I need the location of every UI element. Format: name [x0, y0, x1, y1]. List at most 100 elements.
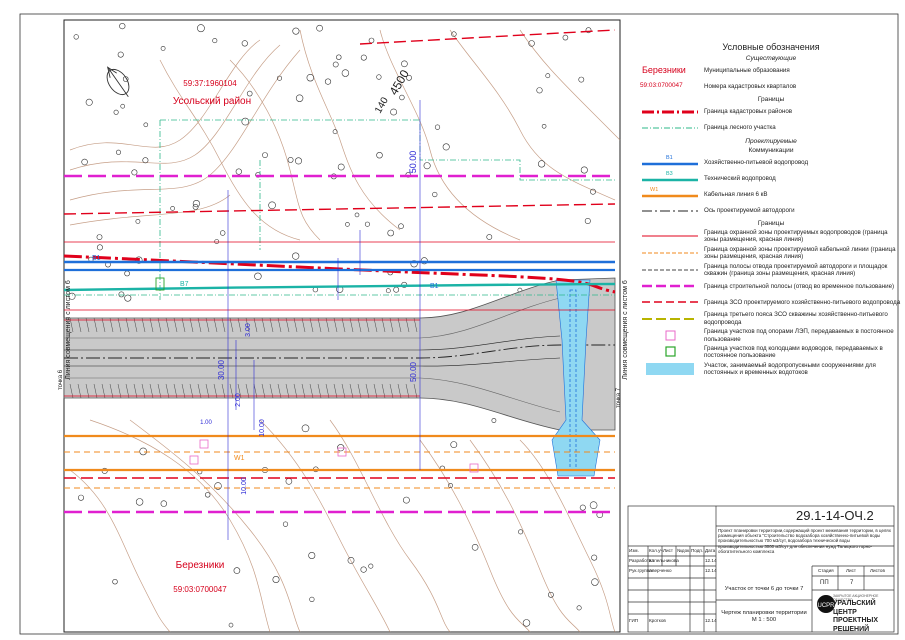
dim-label: 50.00: [408, 151, 418, 174]
town-bottom-label: Березники: [176, 560, 225, 571]
tree-icon: [119, 23, 126, 30]
svg-text:UCPR: UCPR: [817, 603, 835, 609]
tree-icon: [192, 200, 200, 208]
lep-pole-boxes: [189, 439, 479, 473]
legend-symbol: В3: [640, 171, 704, 186]
tree-icon: [471, 543, 479, 551]
tree-icon: [81, 158, 88, 166]
dim-label: 1.00: [200, 420, 212, 426]
tree-icon: [406, 74, 412, 81]
protection-zone-lines: [64, 241, 615, 397]
tree-icon: [585, 27, 592, 34]
tree-icon: [591, 554, 598, 561]
tree-icon: [584, 218, 591, 225]
tree-icon: [548, 591, 554, 598]
dim-label: 10.00: [241, 477, 248, 495]
company-logo-icon: UCPR: [817, 595, 835, 613]
tree-icon: [337, 163, 345, 171]
company-type: ЗАКРЫТОЕ АКЦИОНЕРНОЕ ОБЩЕСТВО: [833, 594, 879, 602]
tree-icon: [393, 286, 400, 293]
legend-symbol: [640, 105, 704, 119]
legend-row-b9: Участок, занимаемый водопропускными соор…: [640, 362, 902, 377]
dimension-lines: [227, 100, 421, 540]
tree-icon: [576, 605, 582, 611]
legend-symbol: [640, 362, 704, 376]
tree-icon: [390, 108, 397, 116]
legend-proposed: Проектируемые: [745, 138, 797, 145]
legend-category: Границы: [757, 220, 785, 227]
role-name: Копельникова: [649, 558, 679, 563]
cable-line-w1: [64, 434, 615, 489]
legend-symbol: [640, 204, 704, 218]
tree-icon: [287, 156, 294, 163]
tree-icon: [272, 575, 280, 583]
tree-icon: [580, 166, 588, 174]
legend-text: Граница ЗСО проектируемого хозяйственно-…: [704, 298, 901, 306]
tree-icon: [113, 109, 119, 115]
role-date: 12.14: [705, 618, 717, 623]
tree-icon: [235, 168, 242, 175]
north-arrow-icon: [106, 66, 130, 98]
tree-icon: [295, 94, 304, 102]
legend-row-muni: Березники Муниципальные образования: [640, 64, 902, 78]
sheet-value: 7: [850, 580, 854, 586]
stage-header: Стадия: [818, 568, 834, 573]
tree-icon: [262, 152, 268, 158]
legend-text: Граница охранной зоны проектируемой кабе…: [704, 245, 896, 261]
contour-mark: 4500: [386, 67, 412, 97]
drawing-title: Чертеж планировки территории: [721, 610, 807, 616]
tree-icon: [118, 291, 125, 298]
tree-icon: [360, 566, 367, 573]
tree-icon: [212, 38, 218, 44]
tree-icon: [228, 622, 234, 628]
role-label: ГИП: [629, 618, 639, 623]
left-edge-label: Линия совмещения с листом 6: [65, 280, 72, 380]
kv-sample: 59:03:0700047: [640, 82, 683, 89]
legend-row-b7: Граница участков под опорами ЛЭП, переда…: [640, 328, 902, 343]
legend-text: Граница охранной зоны проектируемых водо…: [704, 229, 888, 244]
tree-icon: [332, 61, 339, 68]
col-header: Кол.уч: [649, 548, 663, 553]
col-header: №док.: [677, 548, 691, 553]
sheet-header: Лист: [846, 568, 856, 573]
tree-icon: [160, 46, 166, 51]
tree-icon: [292, 27, 300, 35]
well-box: [155, 277, 165, 291]
tree-icon: [120, 103, 125, 109]
role-label: Разработал: [629, 558, 655, 563]
col-header: Дата: [705, 548, 716, 553]
tree-icon: [385, 288, 391, 294]
legend-row-b5: Граница ЗСО проектируемого хозяйственно-…: [640, 295, 902, 309]
tree-icon: [233, 567, 241, 574]
tree-icon: [410, 260, 418, 268]
tree-icon: [345, 222, 350, 227]
construction-strip: [64, 174, 615, 514]
tree-icon: [282, 521, 289, 527]
tree-icon: [268, 201, 276, 210]
tree-icon: [142, 157, 149, 164]
tree-icon: [116, 149, 122, 155]
tree-icon: [341, 69, 350, 77]
water-code: В1: [666, 155, 673, 161]
role-date: 12.14: [705, 568, 717, 573]
tree-icon: [518, 529, 524, 535]
role-label: Рук.группы: [629, 568, 653, 573]
kv-top-label: 59:37:1960104: [183, 79, 237, 88]
legend-text: Граница участков под колодцами водоводов…: [704, 345, 883, 360]
line-code-label: B7: [180, 281, 189, 288]
line-code-label: W1: [234, 455, 245, 462]
legend-row-cad: Граница кадастровых районов: [640, 105, 902, 119]
legend-text: Хозяйственно-питьевой водопровод: [704, 159, 809, 167]
tree-icon: [579, 504, 586, 511]
tree-icon: [135, 498, 144, 506]
company-line1: УРАЛЬСКИЙ ЦЕНТР: [833, 600, 876, 616]
role-name: Кротков: [649, 618, 666, 623]
tree-icon: [332, 129, 338, 135]
district-label: Усольский район: [173, 96, 251, 107]
kv-bottom-label: 59:03:0700047: [173, 585, 227, 594]
legend-symbol: [640, 312, 704, 326]
legend-existing: Существующие: [745, 55, 797, 62]
tree-icon: [448, 483, 453, 488]
tree-icon: [205, 492, 211, 498]
